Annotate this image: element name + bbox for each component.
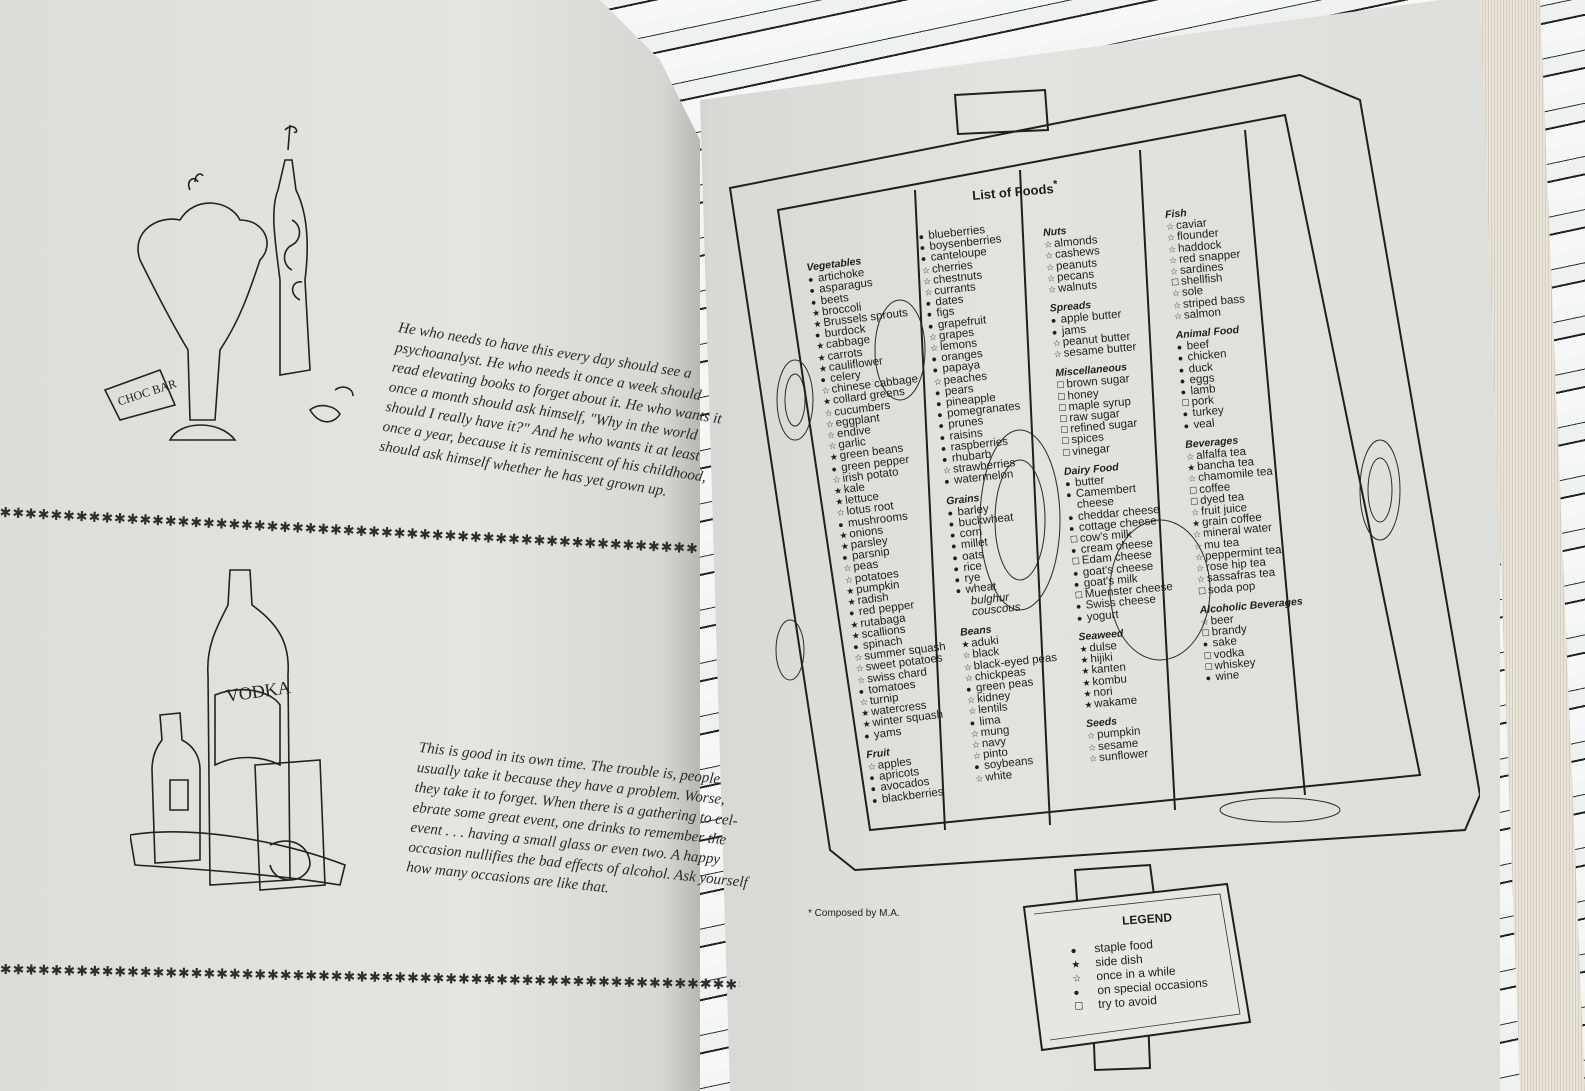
food-name: wakame [1093,694,1138,711]
food-name: yogurt [1086,608,1120,624]
legend-sign-frame [1022,882,1252,1052]
vodka-bottles-illustration: VODKA [130,569,346,891]
left-page [0,0,700,1091]
legend-list: ●staple food ★side dish ☆once in a while… [1070,935,1209,1014]
food-list-signboard: List of Foods* Vegetables●artichoke●aspa… [720,70,1480,1080]
vodka-label: VODKA [225,677,292,706]
choc-bar-label: CHOC BAR [116,376,178,408]
food-name: vinegar [1071,442,1111,458]
legend-sign: LEGEND ●staple food ★side dish ☆once in … [1022,882,1252,1052]
food-name: veal [1193,417,1216,431]
legend-symbol: ☐ [1074,1001,1084,1013]
composed-by-footnote: * Composed by M.A. [808,908,900,919]
food-symbol [1067,508,1077,509]
legend-text: try to avoid [1097,993,1158,1012]
food-name: salmon [1183,306,1222,322]
open-book [0,0,1500,1091]
footnote-mark: * [1052,178,1058,191]
food-name: yams [873,725,902,741]
food-name: wine [1215,669,1240,684]
sundae-illustration: CHOC BAR [103,124,354,441]
food-name: white [984,768,1013,784]
wooden-sign-frame [728,73,1480,1072]
food-name: walnuts [1057,279,1098,295]
